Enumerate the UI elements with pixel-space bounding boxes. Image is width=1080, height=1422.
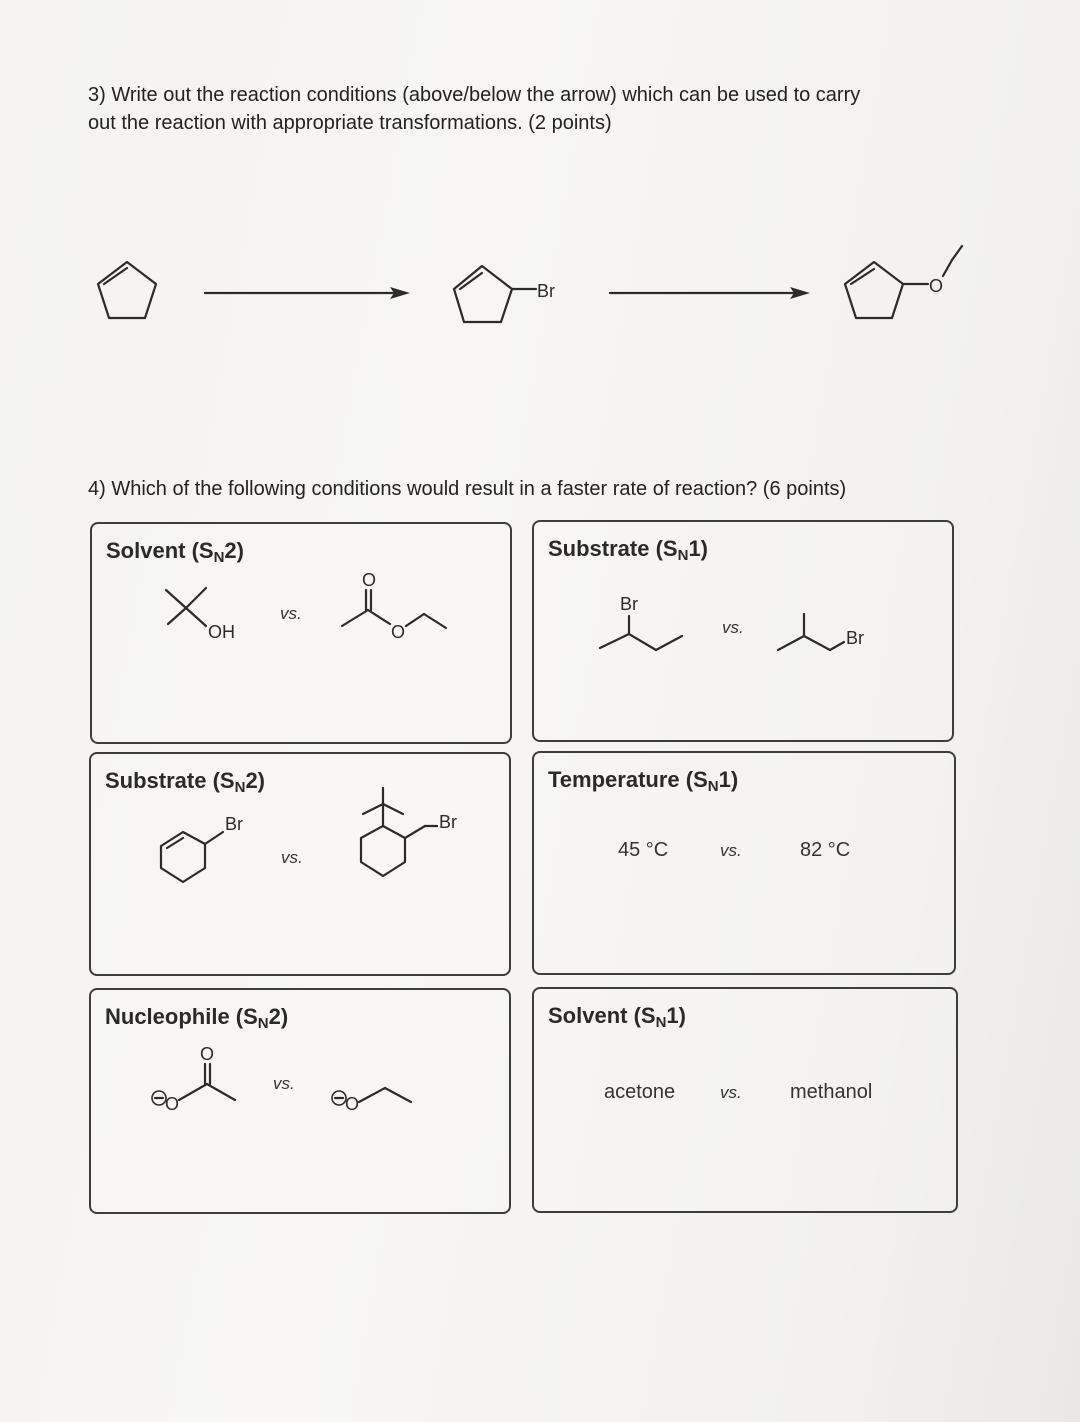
acetate-anion-structure: O O (151, 1044, 237, 1114)
ether-oxygen-label: O (929, 276, 943, 296)
tert-butanol-structure: OH (164, 586, 235, 642)
temperature-option-left: 45 °C (618, 839, 669, 861)
vs-label: vs. (720, 841, 742, 860)
bromine-label: Br (439, 812, 457, 832)
box-title: Substrate (SN2) (105, 768, 265, 796)
question-3-line-2: out the reaction with appropriate transf… (88, 112, 612, 134)
vs-label: vs. (722, 618, 744, 637)
box-substrate-sn1: Substrate (SN1) Br vs. Br (532, 520, 954, 742)
1-bromo-2-methylpropane-structure: Br (776, 612, 864, 652)
question-3-line-1: 3) Write out the reaction conditions (ab… (88, 84, 861, 106)
ester-oxygen-label: O (391, 622, 405, 642)
anion-oxygen-label: O (165, 1094, 179, 1114)
allylic-ether-product-structure: O (843, 244, 964, 320)
box-solvent-sn1: Solvent (SN1) acetone vs. methanol (532, 987, 958, 1213)
vs-label: vs. (273, 1074, 295, 1093)
box-title: Nucleophile (SN2) (105, 1004, 289, 1032)
box-title: Solvent (SN2) (106, 538, 244, 566)
tert-butyl-bromocyclohexane-structure: Br (359, 786, 457, 878)
solvent-option-right: methanol (790, 1081, 873, 1103)
question-4-prompt: 4) Which of the following conditions wou… (88, 478, 847, 500)
box-nucleophile-sn2: Nucleophile (SN2) O O vs. O (89, 988, 511, 1214)
box-substrate-sn2: Substrate (SN2) Br vs. Br (89, 752, 511, 976)
box-title: Substrate (SN1) (548, 536, 708, 564)
bromine-label: Br (620, 594, 638, 614)
cyclopentene-structure (96, 260, 158, 320)
ethoxide-anion-structure: O (331, 1086, 413, 1114)
bromine-label: Br (537, 281, 555, 301)
vs-label: vs. (281, 848, 303, 867)
carbonyl-oxygen-label: O (362, 570, 376, 590)
solvent-option-left: acetone (604, 1081, 676, 1103)
box-solvent-sn2: Solvent (SN2) OH vs. O O (90, 522, 512, 744)
bromocyclopentene-structure: Br (452, 264, 555, 324)
bromine-label: Br (225, 814, 243, 834)
temperature-option-right: 82 °C (800, 839, 851, 861)
vs-label: vs. (720, 1083, 742, 1102)
box-title: Solvent (SN1) (548, 1003, 686, 1031)
allylic-bromocyclohexene-structure: Br (159, 814, 243, 884)
reaction-arrow-1 (203, 287, 410, 299)
box-title: Temperature (SN1) (548, 767, 739, 795)
anion-oxygen-label: O (345, 1094, 359, 1114)
hydroxyl-label: OH (208, 622, 235, 642)
box-temperature-sn1: Temperature (SN1) 45 °C vs. 82 °C (532, 751, 956, 975)
2-bromobutane-structure: Br (598, 594, 684, 652)
ethyl-acetate-structure: O O (340, 570, 448, 642)
vs-label: vs. (280, 604, 302, 623)
reaction-arrow-2 (608, 287, 810, 299)
bromine-label: Br (846, 628, 864, 648)
carbonyl-oxygen-label: O (200, 1044, 214, 1064)
